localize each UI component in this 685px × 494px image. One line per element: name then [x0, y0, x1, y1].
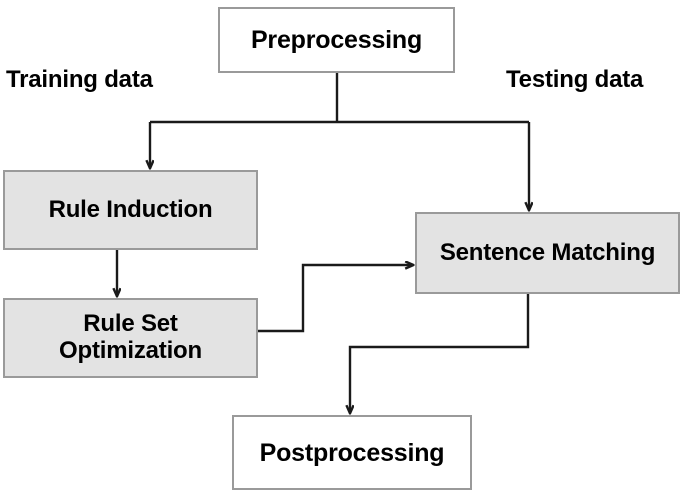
node-rule-induction-label: Rule Induction [48, 195, 213, 223]
edge-rule-set-optimization-to-sentence-matching [258, 265, 413, 333]
node-preprocessing-label: Preprocessing [250, 26, 423, 54]
node-rule-induction[interactable]: Rule Induction [3, 170, 258, 250]
node-postprocessing[interactable]: Postprocessing [232, 415, 472, 490]
node-postprocessing-label: Postprocessing [259, 438, 445, 467]
node-sentence-matching-label: Sentence Matching [439, 238, 656, 266]
edge-sentence-matching-to-postprocessing [350, 294, 530, 413]
caption-training-data: Training data [6, 66, 153, 94]
caption-testing-data-label: Testing data [506, 66, 644, 93]
node-preprocessing[interactable]: Preprocessing [218, 7, 455, 73]
caption-testing-data: Testing data [506, 66, 643, 94]
node-sentence-matching[interactable]: Sentence Matching [415, 212, 680, 294]
node-rule-set-optimization[interactable]: Rule Set Optimization [3, 298, 258, 378]
caption-training-data-label: Training data [6, 66, 153, 93]
node-rule-set-optimization-label-line2: Optimization [59, 337, 202, 364]
node-rule-set-optimization-label-line1: Rule Set [83, 310, 178, 338]
